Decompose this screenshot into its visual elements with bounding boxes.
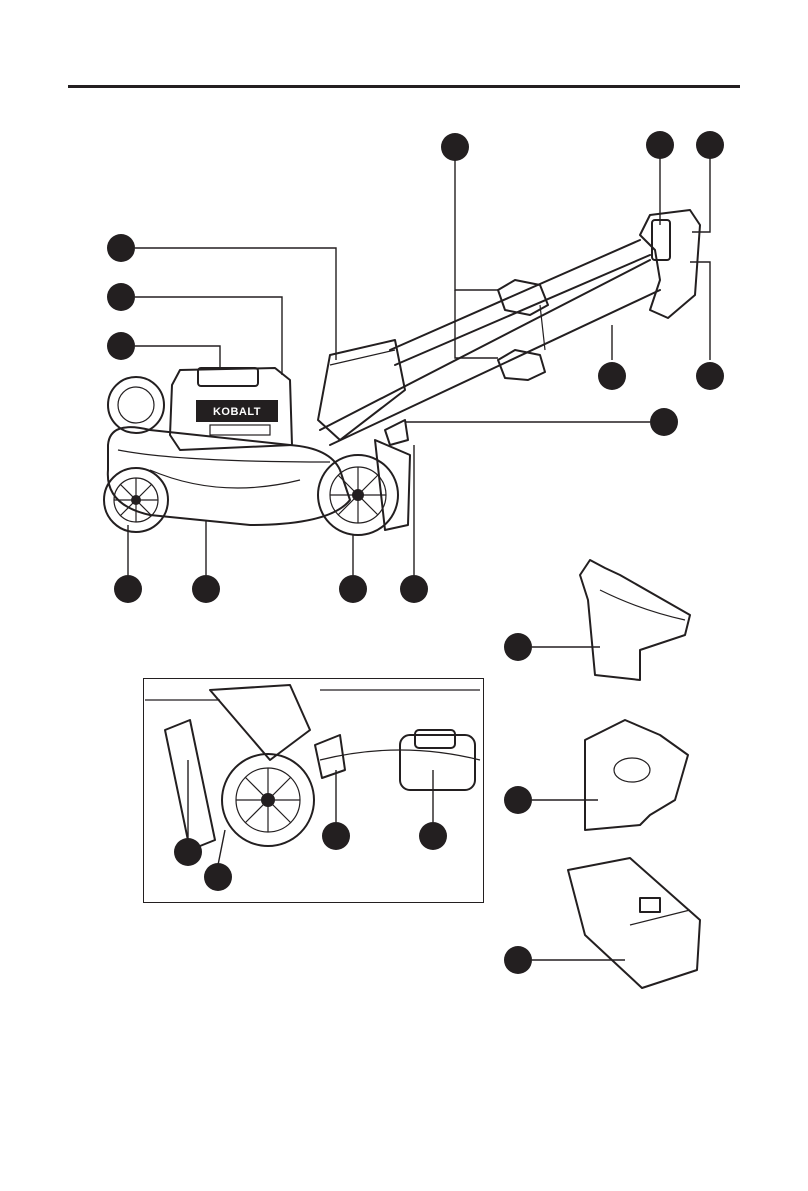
callout-marker-top-1 — [441, 133, 469, 161]
callout-marker-bottom-2 — [192, 575, 220, 603]
callout-marker-left-3 — [107, 332, 135, 360]
callout-marker-inset-3 — [322, 822, 350, 850]
callout-marker-top-3 — [696, 131, 724, 159]
callout-marker-bottom-1 — [114, 575, 142, 603]
callout-marker-left-2 — [107, 283, 135, 311]
callout-marker-inset-4 — [419, 822, 447, 850]
callout-marker-inset-1 — [174, 838, 202, 866]
callout-marker-right-1 — [598, 362, 626, 390]
grass-bag — [568, 858, 700, 988]
callout-marker-bottom-3 — [339, 575, 367, 603]
side-discharge-chute — [580, 560, 690, 680]
brand-logo-text: KOBALT — [213, 406, 261, 418]
inset-frame — [143, 678, 484, 903]
callout-marker-top-2 — [646, 131, 674, 159]
callout-marker-inset-2 — [204, 863, 232, 891]
callout-marker-bottom-4 — [400, 575, 428, 603]
mulching-plug — [585, 720, 688, 830]
rear-left-wheel — [108, 377, 164, 433]
mower-deck — [108, 427, 350, 525]
callout-marker-accessory-1 — [504, 633, 532, 661]
callout-marker-right-2 — [696, 362, 724, 390]
callout-marker-accessory-2 — [504, 786, 532, 814]
callout-marker-left-1 — [107, 234, 135, 262]
callout-marker-right-3 — [650, 408, 678, 436]
callout-marker-accessory-3 — [504, 946, 532, 974]
